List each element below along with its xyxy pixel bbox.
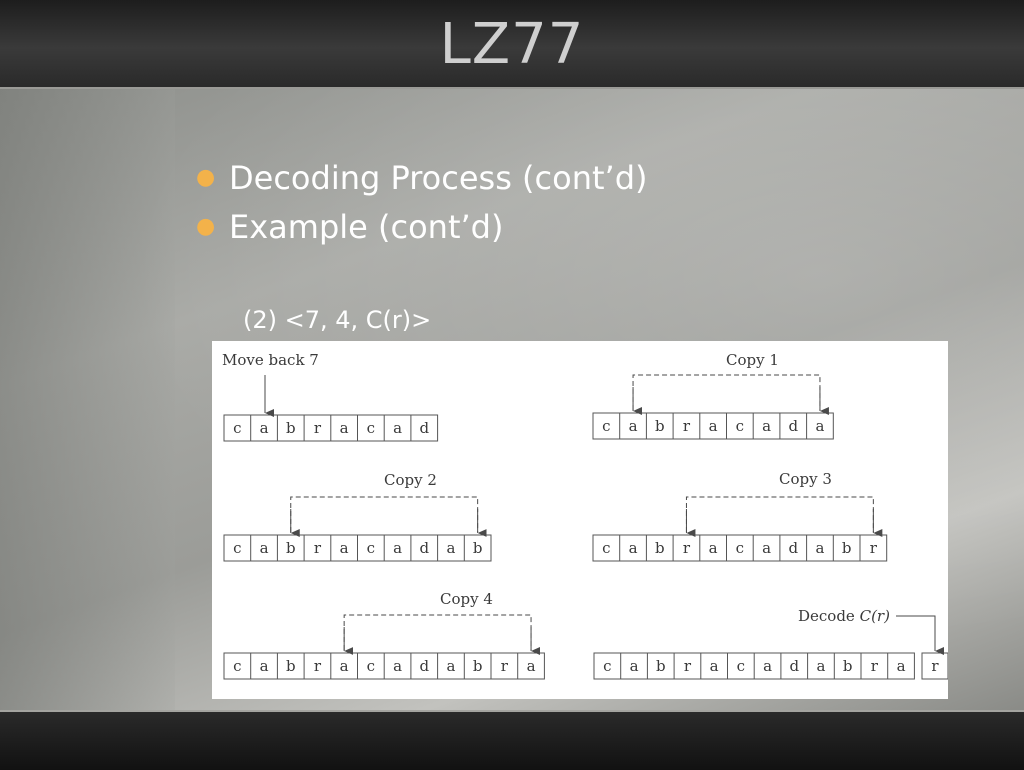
buffer-cell-char: a [762,417,771,435]
buffer-cell-char: a [897,657,906,675]
copy-bracket [343,614,532,650]
buffer-cell-char: b [286,539,296,557]
buffer-cell-char: a [340,539,349,557]
buffer-cell-char: b [473,539,483,557]
buffer-cell-char: a [393,539,402,557]
buffer-cell-char: a [762,539,771,557]
buffer-cell-char: a [709,417,718,435]
buffer-cell-char: c [736,539,744,557]
buffer-cell-char: b [843,657,853,675]
decode-arrow [896,615,944,655]
buffer-cell-char: a [260,539,269,557]
buffer-cell-char: a [763,657,772,675]
buffer-cell-char: a [710,657,719,675]
buffer-cell-char: c [367,539,375,557]
buffer-cell-char: c [736,417,744,435]
buffer-cell-char: a [709,539,718,557]
buffer-cell-char: a [446,657,455,675]
buffer-cell-char: b [473,657,483,675]
buffer-cell-char: a [629,539,638,557]
buffer-cell-char: a [815,539,824,557]
step-label-italic: C(r) [855,607,890,625]
step-label: Decode C(r) [798,607,890,625]
slide-title: LZ77 [439,12,585,77]
buffer-cell-char: d [789,657,799,675]
decoded-cell-char: r [931,657,939,675]
buffer-cell-char: a [260,657,269,675]
buffer-cell-char: c [602,417,610,435]
buffer-cell-char: r [683,417,691,435]
buffer-cell-char: a [340,657,349,675]
buffer-cell-char: r [314,539,322,557]
buffer-cell-char: c [602,539,610,557]
step-label: Move back 7 [222,351,319,369]
step-label: Copy 2 [384,471,437,489]
buffer-cell-char: b [655,539,665,557]
step-label: Copy 1 [726,351,779,369]
cell-row-outline [592,534,888,562]
buffer-cell-char: d [419,539,429,557]
buffer-cell-char: a [393,419,402,437]
buffer-cell-char: b [656,657,666,675]
footer-bar [0,710,1024,770]
bullet-text-2: Example (cont’d) [229,208,504,246]
copy-bracket [290,496,479,532]
buffer-cell-char: r [314,419,322,437]
title-bar: LZ77 [0,0,1024,89]
buffer-cell-char: c [603,657,611,675]
step-label: Copy 3 [779,470,832,488]
buffer-cell-char: c [233,539,241,557]
buffer-cell-char: r [501,657,509,675]
buffer-cell-char: b [286,657,296,675]
bullet-dot-icon: ● [196,165,216,190]
bullet-dot-icon: ● [196,214,216,239]
buffer-cell-char: a [393,657,402,675]
buffer-cell-char: a [446,539,455,557]
buffer-cell-char: a [629,417,638,435]
buffer-cell-char: b [842,539,852,557]
buffer-cell-char: c [737,657,745,675]
buffer-cell-char: d [419,657,429,675]
buffer-cell-char: d [788,539,798,557]
buffer-cell-char: r [684,657,692,675]
bullet-item-2: ● Example (cont’d) [196,207,503,247]
buffer-cell-char: a [527,657,536,675]
cell-row-outline [592,412,834,440]
example-step-label: (2) <7, 4, C(r)> [243,306,432,334]
buffer-cell-char: r [870,539,878,557]
buffer-cell-char: d [788,417,798,435]
buffer-cell-char: c [367,657,375,675]
buffer-cell-char: b [286,419,296,437]
bullet-text-1: Decoding Process (cont’d) [229,159,648,197]
buffer-cell-char: a [340,419,349,437]
buffer-cell-char: a [816,657,825,675]
buffer-cell-char: b [655,417,665,435]
buffer-cell-char: r [683,539,691,557]
copy-bracket [685,496,874,532]
buffer-cell-char: a [260,419,269,437]
copy-bracket [632,374,821,410]
buffer-cell-char: d [419,419,429,437]
buffer-cell-char: a [630,657,639,675]
buffer-cell-char: r [871,657,879,675]
bullet-item-1: ● Decoding Process (cont’d) [196,158,647,198]
buffer-cell-char: r [314,657,322,675]
buffer-cell-char: c [367,419,375,437]
buffer-cell-char: a [815,417,824,435]
buffer-cell-char: c [233,419,241,437]
buffer-cell-char: c [233,657,241,675]
step-label: Copy 4 [440,590,493,608]
